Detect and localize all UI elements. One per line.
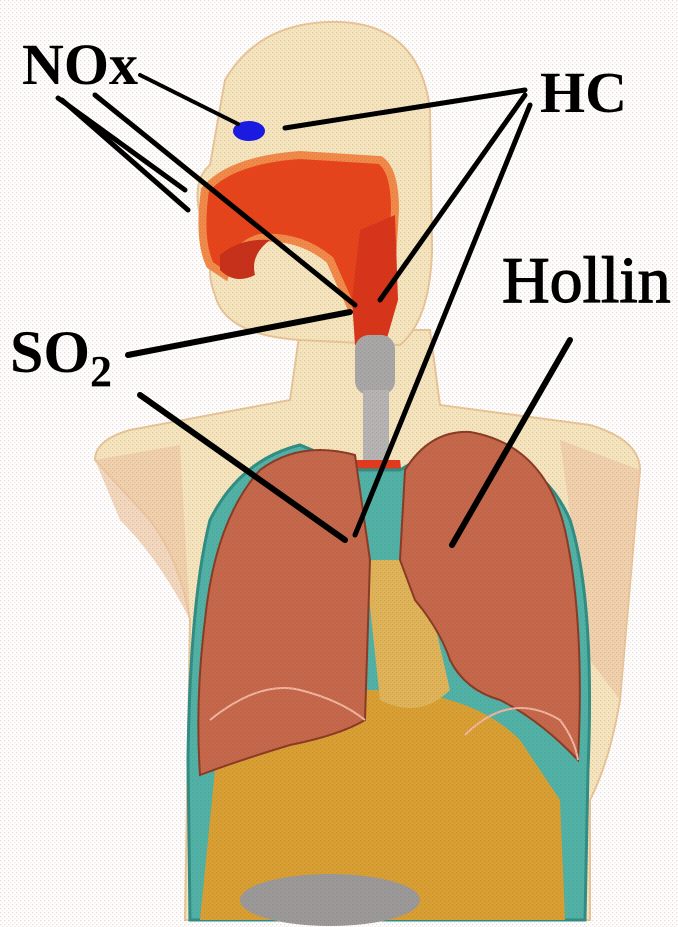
label-so2-subscript: 2: [90, 347, 112, 396]
label-hollin: Hollin: [502, 248, 671, 314]
label-nox: NOx: [22, 36, 138, 94]
label-so2-main: SO: [10, 319, 90, 385]
label-hc: HC: [540, 64, 627, 122]
label-so2: SO2: [10, 322, 112, 394]
